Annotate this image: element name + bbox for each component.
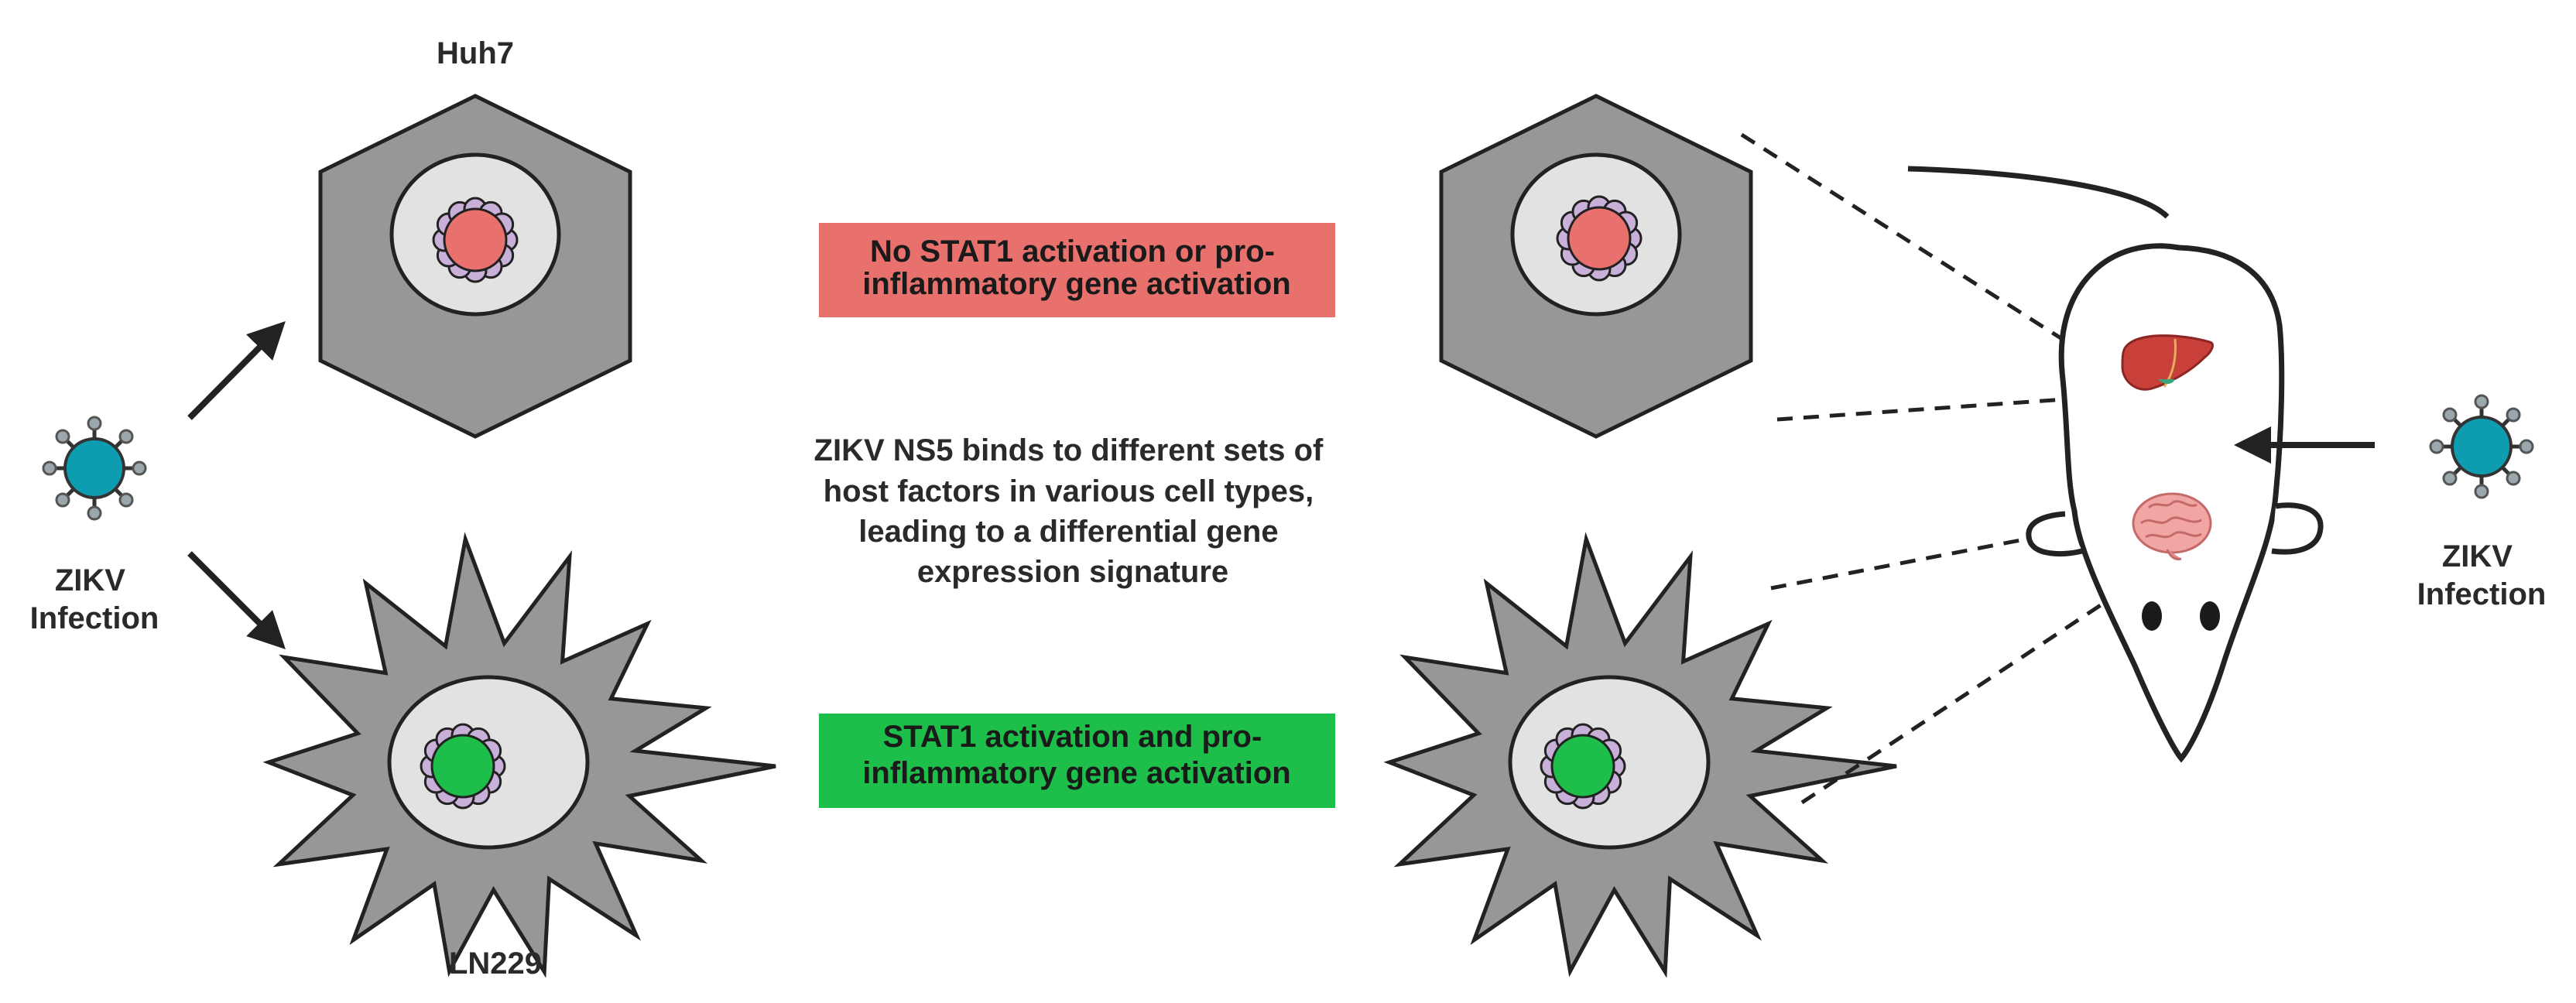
svg-text:No STAT1 activation or pro-: No STAT1 activation or pro- inflammatory… (862, 234, 1290, 301)
virus-spike-tip (2474, 484, 2489, 499)
liver-icon (2121, 334, 2214, 391)
brain-icon (2132, 492, 2212, 560)
arrow-to-huh7 (187, 320, 286, 420)
virus-spike-tip (2519, 439, 2534, 454)
ns5-core (1567, 206, 1632, 271)
connector-brain-bottom (1800, 592, 2119, 805)
center-explanation: ZIKV NS5 binds to different sets of host… (814, 433, 1332, 589)
virus-spike-tip (2506, 407, 2521, 423)
connector-liver-top (1740, 132, 2115, 374)
mouse-ear-left (2026, 511, 2083, 556)
huh7-cell (318, 94, 632, 439)
connector-liver-bottom (1776, 394, 2110, 422)
virus-icon (2429, 394, 2534, 499)
virus-spike-tip (87, 416, 102, 431)
ns5-core (443, 207, 508, 272)
virus-spike-tip (2506, 471, 2521, 486)
virus-icon (42, 416, 147, 521)
ln229-label: LN229 (449, 947, 542, 981)
brain-cell (1383, 532, 1897, 978)
virus-capsid (2451, 416, 2513, 478)
ns5-complex-red (432, 197, 519, 283)
virus-spike-tip (2429, 439, 2444, 454)
virus-spike-tip (2474, 394, 2489, 409)
ns5-core (430, 734, 495, 799)
virus-spike-tip (2442, 471, 2458, 486)
mouse-ear-right (2271, 502, 2324, 555)
arrow-to-ln229 (187, 551, 286, 649)
no-stat1-activation-box: No STAT1 activation or pro- inflammatory… (819, 223, 1335, 317)
mouse-eye-right (2200, 601, 2220, 631)
mouse-icon (1907, 166, 2324, 763)
liver-cell (1439, 94, 1753, 439)
ln229-cell (262, 532, 776, 978)
ns5-core (1550, 734, 1615, 799)
ns5-complex-green (1540, 723, 1626, 810)
huh7-label: Huh7 (437, 36, 514, 70)
virus-capsid (63, 437, 125, 499)
mouse-tail (1907, 166, 2170, 219)
mouse-eye-left (2142, 601, 2162, 631)
ns5-complex-red (1556, 195, 1643, 282)
dashed-connectors (1740, 132, 2119, 805)
zikv-infection-label-left: ZIKV Infection (30, 563, 159, 635)
ns5-complex-green (420, 723, 506, 810)
virus-spike-tip (118, 429, 134, 444)
virus-spike-tip (87, 505, 102, 521)
virus-spike-tip (132, 460, 147, 476)
stat1-activation-box: STAT1 activation and pro- inflammatory g… (819, 714, 1335, 808)
virus-spike-tip (42, 460, 57, 476)
svg-text:STAT1 activation and pro-: STAT1 activation and pro- inflammatory g… (862, 720, 1290, 790)
virus-spike-tip (55, 429, 70, 444)
virus-spike-tip (2442, 407, 2458, 423)
virus-spike-tip (118, 492, 134, 508)
virus-spike-tip (55, 492, 70, 508)
zikv-infection-label-right: ZIKV Infection (2417, 539, 2547, 611)
